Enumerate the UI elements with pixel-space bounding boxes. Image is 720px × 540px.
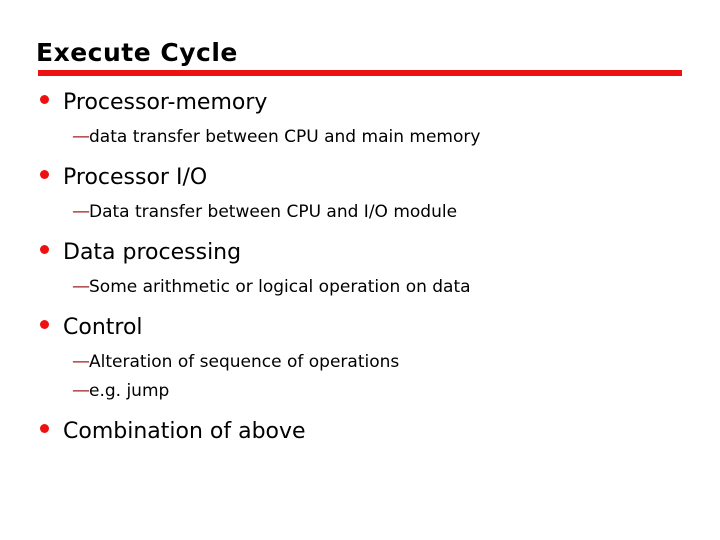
list-item-label: Processor-memory [63,90,268,115]
em-dash-icon: — [72,380,90,401]
list-item-label: Combination of above [63,419,306,444]
spacer [0,153,720,163]
sub-list-item: — Some arithmetic or logical operation o… [0,274,720,303]
list-item: Combination of above [0,417,720,451]
page-title: Execute Cycle [36,38,238,67]
em-dash-icon: — [72,201,90,222]
spacer [0,407,720,417]
list-item: Processor-memory [0,88,720,122]
em-dash-icon: — [72,351,90,372]
sub-list-item-label: Some arithmetic or logical operation on … [89,277,471,297]
spacer [0,228,720,238]
list-item: Processor I/O [0,163,720,197]
sub-list-item-label: e.g. jump [89,381,170,401]
em-dash-icon: — [72,126,90,147]
sub-list-item-label: Data transfer between CPU and I/O module [89,202,458,222]
bullet-dot-icon [40,245,49,254]
list-item-label: Processor I/O [63,165,208,190]
sub-list-item-label: data transfer between CPU and main memor… [89,127,481,147]
bullet-dot-icon [40,170,49,179]
list-item: Control [0,313,720,347]
title-underline-rule [38,70,682,76]
bullet-dot-icon [40,320,49,329]
sub-list-item: — Alteration of sequence of operations [0,349,720,378]
sub-list-item: — e.g. jump [0,378,720,407]
sub-list-item: — Data transfer between CPU and I/O modu… [0,199,720,228]
bullet-dot-icon [40,95,49,104]
list-item-label: Data processing [63,240,242,265]
bullet-dot-icon [40,424,49,433]
em-dash-icon: — [72,276,90,297]
sub-list-item: — data transfer between CPU and main mem… [0,124,720,153]
list-item: Data processing [0,238,720,272]
spacer [0,303,720,313]
list-item-label: Control [63,315,143,340]
sub-list-item-label: Alteration of sequence of operations [89,352,400,372]
bullet-list: Processor-memory — data transfer between… [0,88,720,453]
